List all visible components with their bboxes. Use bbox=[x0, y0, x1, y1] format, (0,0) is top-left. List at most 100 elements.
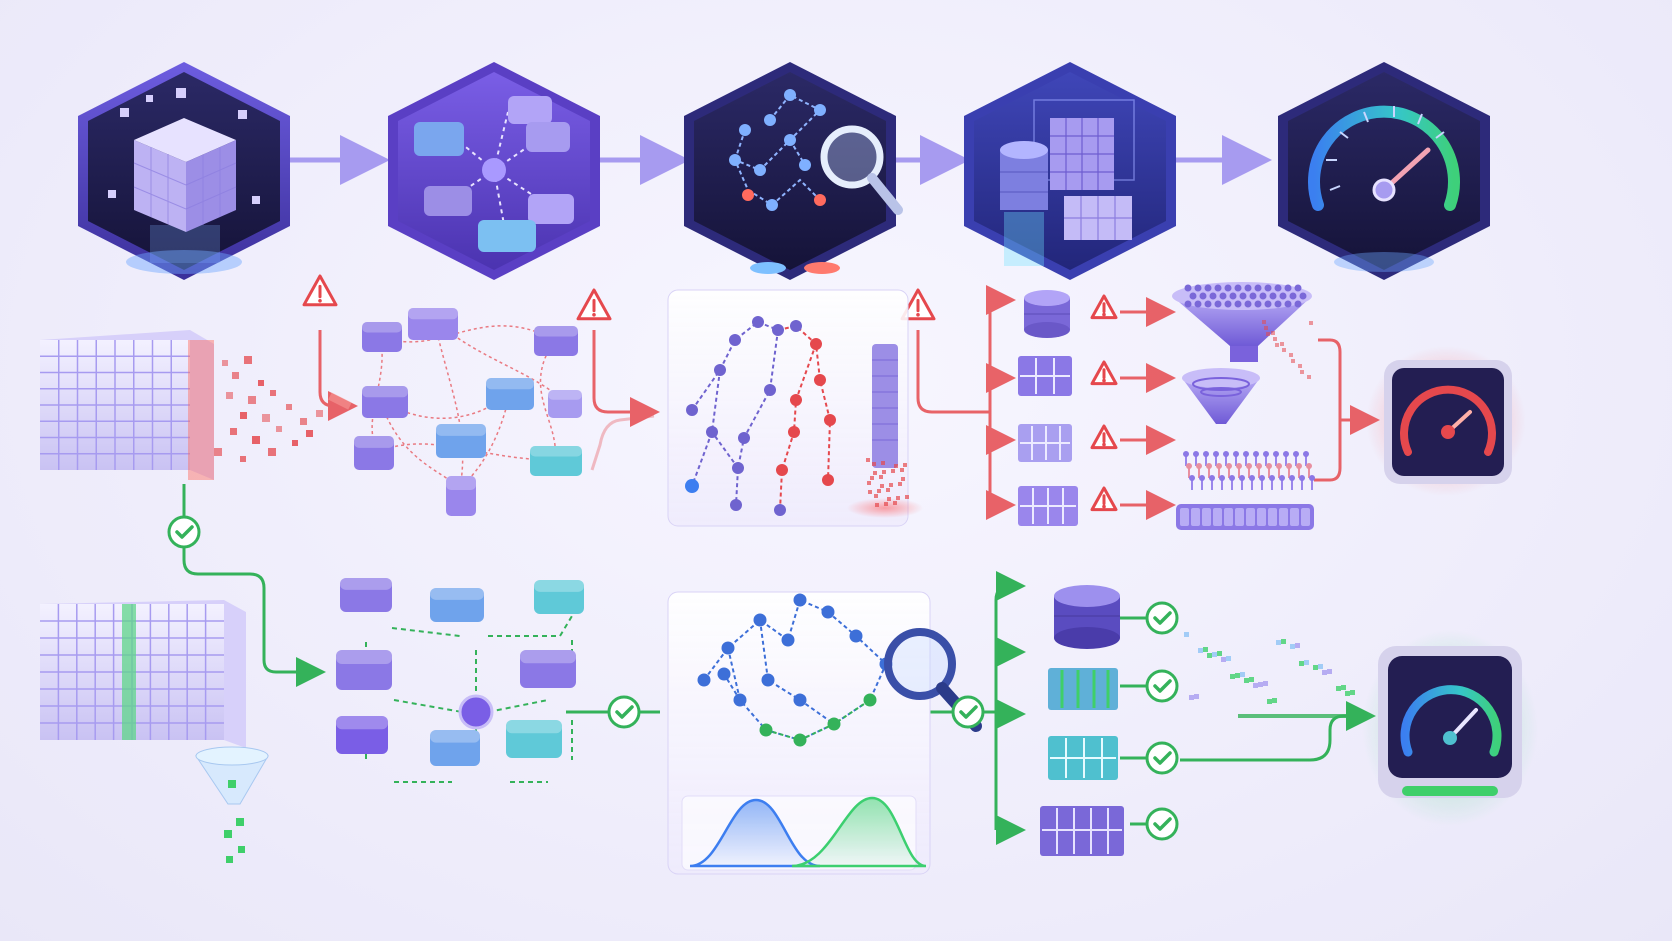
warning-icon bbox=[576, 288, 612, 321]
error-particle bbox=[286, 404, 292, 410]
error-particle bbox=[244, 356, 252, 364]
pin-head bbox=[1199, 475, 1205, 481]
overflowing-funnel-icon bbox=[1172, 282, 1313, 379]
error-particle bbox=[252, 436, 260, 444]
graph-node bbox=[721, 641, 735, 655]
pin-head bbox=[1203, 451, 1209, 457]
funnel-dot bbox=[1209, 292, 1217, 300]
warning-icon bbox=[1090, 424, 1118, 450]
leak-dot bbox=[873, 471, 877, 475]
healthy-node bbox=[827, 717, 841, 731]
healthy-node bbox=[863, 693, 877, 707]
error-particle bbox=[276, 426, 282, 432]
block-cell bbox=[1180, 508, 1189, 526]
warning-icon bbox=[900, 288, 936, 321]
funnel-dot bbox=[1264, 284, 1272, 292]
graph-inspect-icon bbox=[684, 62, 903, 280]
check-icon bbox=[1145, 807, 1179, 841]
clean-particle bbox=[1313, 665, 1318, 670]
funnel-dot bbox=[1194, 284, 1202, 292]
healthy-node bbox=[759, 723, 773, 737]
leak-dot bbox=[881, 461, 885, 465]
leak-dot bbox=[889, 483, 893, 487]
grid-block-icon bbox=[1048, 668, 1118, 710]
pin-head bbox=[1233, 451, 1239, 457]
error-particle bbox=[230, 428, 237, 435]
error-particle bbox=[316, 410, 323, 417]
overflow-dot bbox=[1289, 353, 1293, 357]
leak-dot bbox=[880, 484, 884, 488]
spiral-funnel-icon bbox=[1182, 368, 1260, 424]
pin-head bbox=[1283, 451, 1289, 457]
funnel-dot bbox=[1299, 292, 1307, 300]
block-cell bbox=[1224, 508, 1233, 526]
top-row bbox=[78, 62, 1490, 280]
warning-icon bbox=[302, 274, 338, 307]
error-particle bbox=[268, 448, 276, 456]
data-node-cube bbox=[548, 390, 582, 418]
data-node-cube bbox=[354, 436, 394, 470]
leak-dot bbox=[903, 463, 907, 467]
graph-node bbox=[733, 693, 747, 707]
structured-graph-icon bbox=[336, 578, 584, 783]
funnel-dot bbox=[1224, 300, 1232, 308]
pin-head bbox=[1189, 475, 1195, 481]
green-gauge-icon bbox=[1362, 630, 1538, 826]
failing-node bbox=[814, 374, 826, 386]
check-icon bbox=[607, 695, 641, 729]
healthy-node bbox=[793, 733, 807, 747]
leak-dot bbox=[872, 462, 876, 466]
block-cell bbox=[1279, 508, 1288, 526]
block-cell bbox=[1213, 508, 1222, 526]
grid-block-icon bbox=[1018, 356, 1072, 396]
clean-particle bbox=[1290, 644, 1295, 649]
error-particle bbox=[248, 396, 256, 404]
funnel-dot bbox=[1199, 292, 1207, 300]
overflow-dot bbox=[1298, 364, 1302, 368]
leak-dot bbox=[877, 489, 881, 493]
funnel-dot bbox=[1184, 284, 1192, 292]
funnel-dot bbox=[1264, 300, 1272, 308]
block-cell bbox=[1257, 508, 1266, 526]
funnel-dot bbox=[1289, 292, 1297, 300]
success-path bbox=[40, 484, 1538, 875]
overflow-dot bbox=[1271, 331, 1275, 335]
clean-particle bbox=[1249, 677, 1254, 682]
block-cell bbox=[1191, 508, 1200, 526]
clean-particle bbox=[1295, 643, 1300, 648]
clean-particle bbox=[1299, 661, 1304, 666]
data-node-cube bbox=[340, 578, 392, 612]
leak-dot bbox=[901, 477, 905, 481]
graph-node bbox=[738, 432, 750, 444]
leak-dot bbox=[886, 488, 890, 492]
leak-dot bbox=[884, 502, 888, 506]
graph-node bbox=[714, 364, 726, 376]
leak-dot bbox=[875, 503, 879, 507]
error-particle bbox=[258, 380, 264, 386]
funnel-dot bbox=[1189, 292, 1197, 300]
data-node-cube bbox=[336, 716, 388, 754]
leak-dot bbox=[900, 468, 904, 472]
leak-dot bbox=[896, 496, 900, 500]
graph-node bbox=[774, 504, 786, 516]
pin-head bbox=[1183, 451, 1189, 457]
failing-node bbox=[776, 464, 788, 476]
graph-node bbox=[761, 673, 775, 687]
graph-node bbox=[685, 479, 699, 493]
data-node-cube bbox=[534, 326, 578, 356]
funnel-dot bbox=[1269, 292, 1277, 300]
failing-node bbox=[822, 474, 834, 486]
pin-head bbox=[1273, 451, 1279, 457]
pin-head bbox=[1219, 475, 1225, 481]
overflow-dot bbox=[1280, 342, 1284, 346]
data-node-cube bbox=[436, 424, 486, 458]
leak-dot bbox=[893, 501, 897, 505]
error-particle bbox=[262, 414, 270, 422]
warning-icon bbox=[1090, 486, 1118, 512]
pin-head bbox=[1293, 451, 1299, 457]
failing-node bbox=[788, 426, 800, 438]
funnel-dot bbox=[1274, 300, 1282, 308]
funnel-dot bbox=[1279, 292, 1287, 300]
